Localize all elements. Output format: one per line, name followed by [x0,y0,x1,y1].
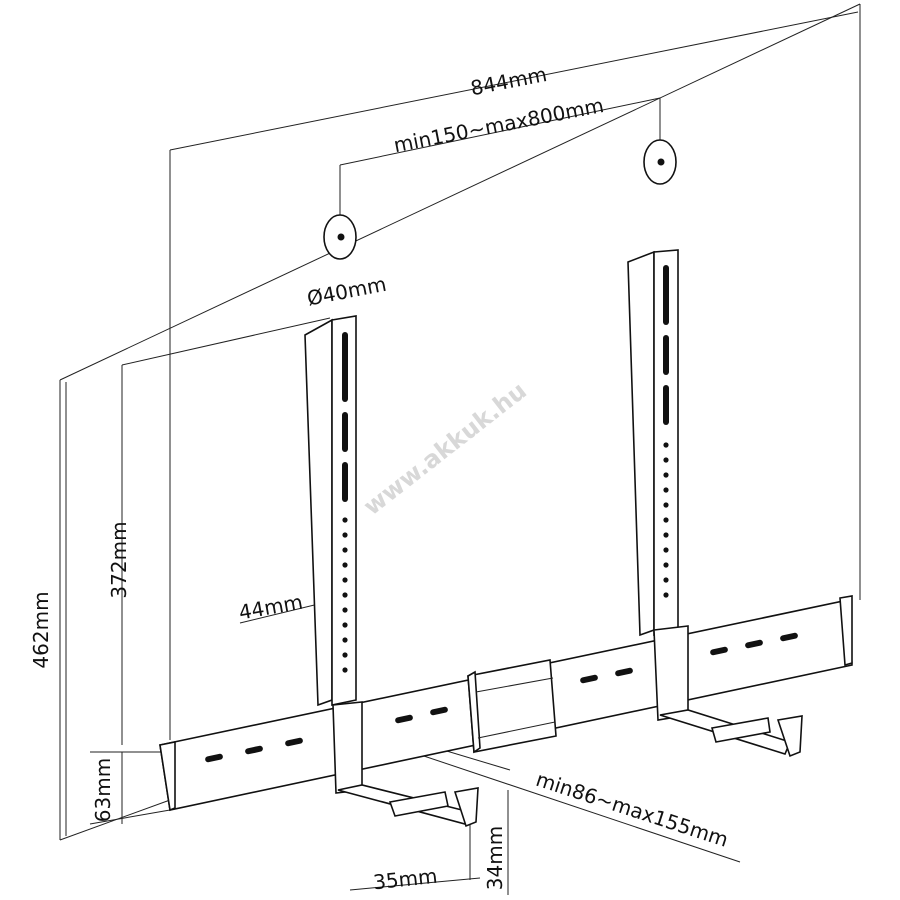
lip-height-label: 34mm [483,826,507,890]
center-connector [467,659,557,754]
upright-height-label: 372mm [107,521,131,598]
disc-diameter-label: Ø40mm [305,272,388,311]
dimension-lines [65,11,859,895]
right-support-arm [653,625,803,758]
left-upright-holes [342,517,348,673]
arm-depth-label: min86~max155mm [533,767,731,852]
total-height-label: 462mm [29,591,53,668]
wall-outline [59,3,861,841]
watermark: www.akkuk.hu [358,377,532,521]
overall-width-label: 844mm [469,62,549,100]
mounting-disc-left [323,214,357,260]
left-upright [304,315,357,707]
upright-width-label: 44mm [237,590,305,625]
bar-height-label: 63mm [91,758,115,822]
right-upright [627,249,679,637]
right-upright-holes [663,442,669,598]
lip-width-label: 35mm [372,864,439,895]
mounting-disc-right [643,139,677,185]
left-support-arm [332,701,479,828]
vertical-spacing-label: min150~max800mm [392,93,606,157]
